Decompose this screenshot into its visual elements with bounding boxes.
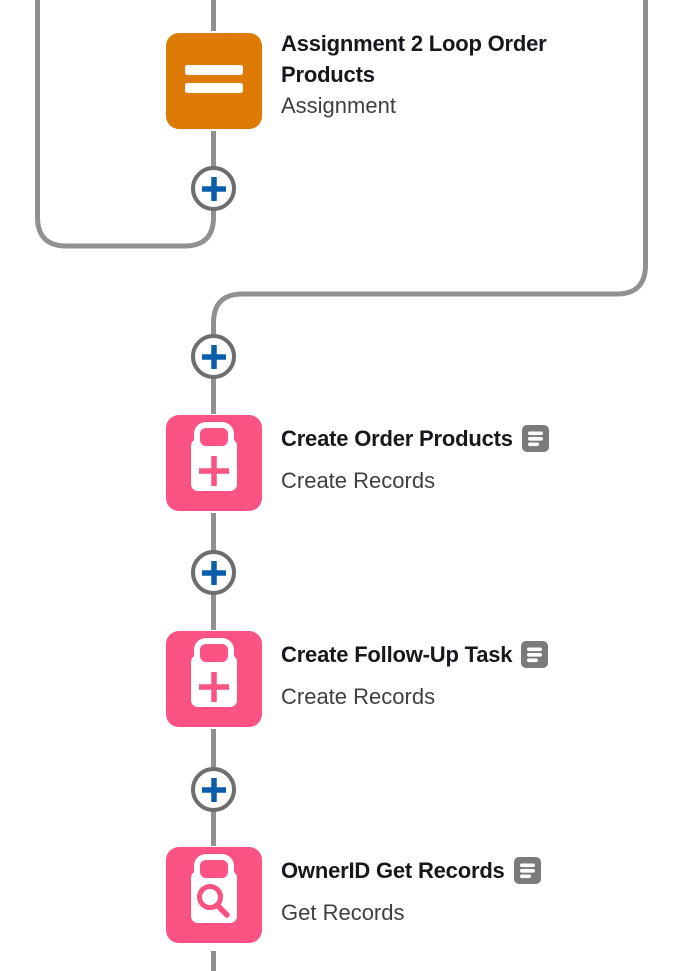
node-ownerid-get-records[interactable] xyxy=(166,847,262,943)
node-type-label: Assignment xyxy=(281,93,396,118)
plus-icon xyxy=(199,174,229,204)
node-label-block: Create Order Products Create Records xyxy=(281,423,641,495)
node-type-label: Create Records xyxy=(281,468,436,493)
node-label-block: Assignment 2 Loop Order Products Assignm… xyxy=(281,28,606,120)
node-title: Assignment 2 Loop Order Products xyxy=(281,31,547,87)
node-assignment-2-loop-order-products[interactable] xyxy=(166,33,262,129)
add-element-button[interactable] xyxy=(191,550,236,595)
add-element-button[interactable] xyxy=(191,334,236,379)
plus-icon xyxy=(199,775,229,805)
node-title: OwnerID Get Records xyxy=(281,858,505,883)
add-element-button[interactable] xyxy=(191,767,236,812)
clipboard-plus-icon xyxy=(166,629,262,730)
node-label-block: OwnerID Get Records Get Records xyxy=(281,855,641,927)
add-element-button[interactable] xyxy=(191,166,236,211)
node-title: Create Follow-Up Task xyxy=(281,642,513,667)
clipboard-plus-icon xyxy=(166,413,262,514)
node-title: Create Order Products xyxy=(281,426,513,451)
description-icon[interactable] xyxy=(521,641,549,668)
clipboard-search-icon xyxy=(166,845,262,946)
equals-icon xyxy=(166,31,262,132)
node-label-block: Create Follow-Up Task Create Records xyxy=(281,639,641,711)
description-icon[interactable] xyxy=(513,857,541,884)
node-type-label: Create Records xyxy=(281,684,436,709)
node-type-label: Get Records xyxy=(281,900,405,925)
plus-icon xyxy=(199,558,229,588)
node-create-follow-up-task[interactable] xyxy=(166,631,262,727)
description-icon[interactable] xyxy=(521,425,549,452)
plus-icon xyxy=(199,342,229,372)
node-create-order-products[interactable] xyxy=(166,415,262,511)
